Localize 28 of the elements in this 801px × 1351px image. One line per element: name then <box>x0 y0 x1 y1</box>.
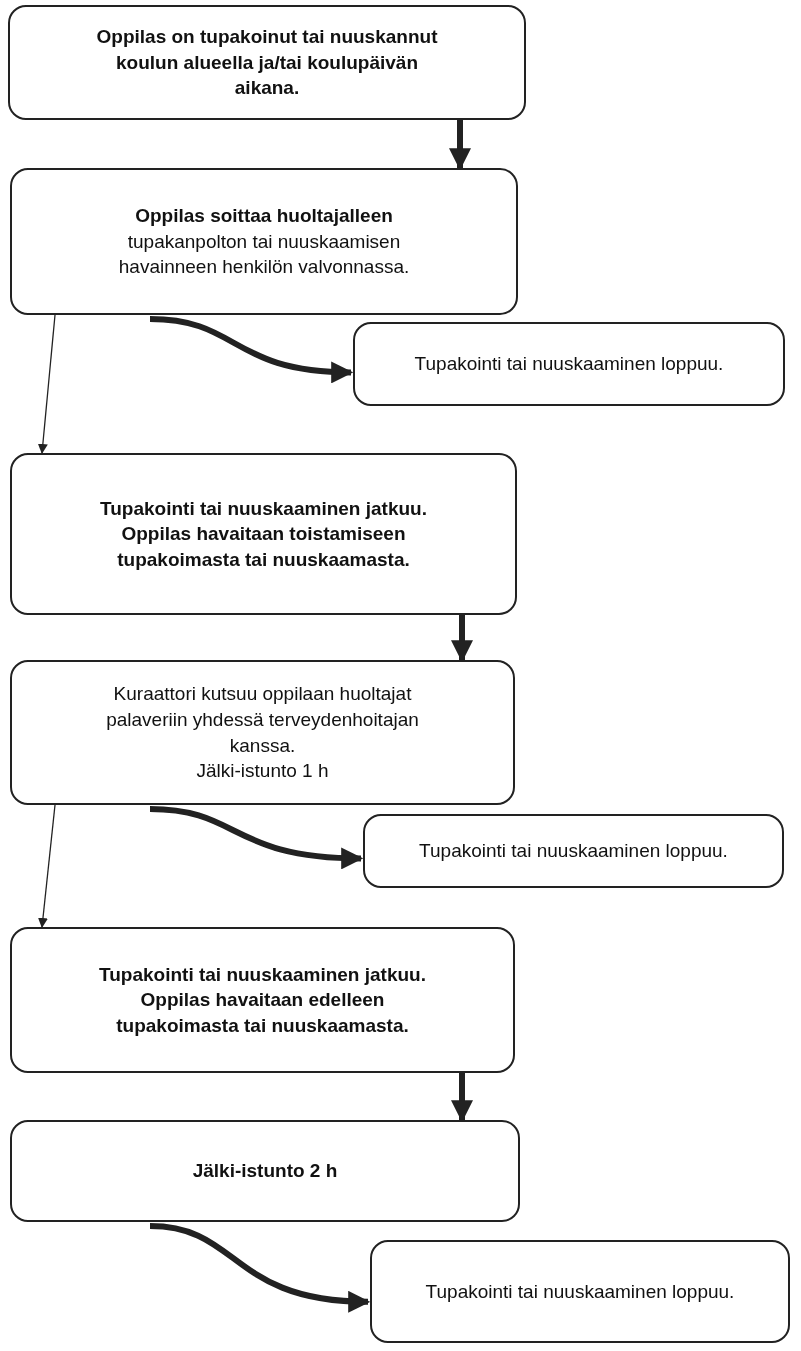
box-text: Jälki-istunto 2 h <box>192 1159 338 1184</box>
process-box <box>10 1120 520 1222</box>
box-text: Tupakointi tai nuuskaaminen loppuu. <box>425 1279 735 1304</box>
process-box <box>10 660 515 805</box>
arrow <box>149 806 364 869</box>
arrow <box>38 804 56 928</box>
process-box <box>10 168 518 315</box>
box-text: Tupakointi tai nuuskaaminen loppuu. <box>419 839 728 864</box>
arrow <box>149 316 354 383</box>
process-box <box>363 814 784 888</box>
box-text: Tupakointi tai nuuskaaminen jatkuu. Oppilas havaitaan toistamiseen tupakoimasta tai nuuskaamasta. <box>99 496 428 572</box>
process-box <box>353 322 785 406</box>
box-text: Jälki-istunto 1 h <box>196 759 329 784</box>
box-text: Oppilas soittaa huoltajalleen <box>135 204 393 229</box>
box-text: Tupakointi tai nuuskaaminen loppuu. <box>414 352 724 377</box>
process-box <box>10 927 515 1073</box>
process-box <box>8 5 526 120</box>
process-box <box>370 1240 790 1343</box>
process-box <box>10 453 517 615</box>
box-text: Oppilas on tupakoinut tai nuuskannut koulun alueella ja/tai koulupäivän aikana. <box>95 25 439 101</box>
arrow <box>37 314 56 454</box>
box-text: Kuraattori kutsuu oppilaan huoltajat palaveriin yhdessä terveydenhoitajan kanssa. <box>105 682 420 758</box>
arrow <box>149 1223 371 1312</box>
arrow <box>449 120 471 171</box>
arrow <box>451 1073 473 1123</box>
arrow <box>451 615 473 663</box>
box-text: Tupakointi tai nuuskaaminen jatkuu. Oppilas havaitaan edelleen tupakoimasta tai nuuskaamasta. <box>98 962 427 1038</box>
box-text: tupakanpolton tai nuuskaamisen havainneen henkilön valvonnassa. <box>117 229 411 280</box>
